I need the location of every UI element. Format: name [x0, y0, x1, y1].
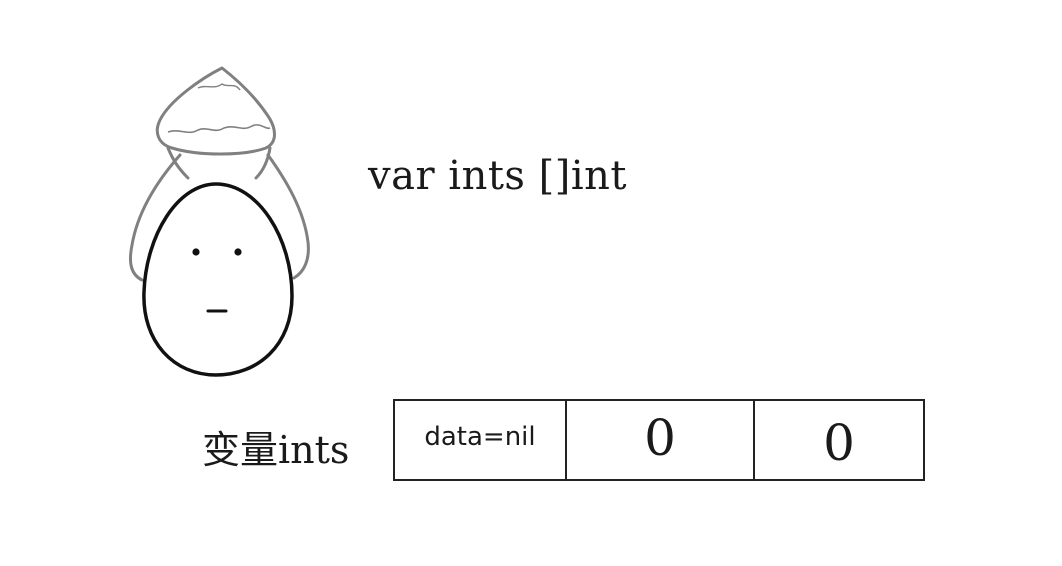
topknot-hair-line	[197, 83, 241, 91]
slice-header-box: data=nil 0 0	[393, 399, 925, 481]
egg-character-icon	[128, 66, 310, 377]
slice-data-pointer-cell: data=nil	[395, 401, 567, 479]
right-eye	[234, 248, 242, 256]
topknot-hair-line	[167, 124, 271, 134]
neck-outline	[166, 146, 272, 180]
code-declaration: var ints []int	[368, 153, 627, 199]
variable-label: 变量ints	[202, 428, 350, 472]
slice-cap-cell: 0	[823, 414, 855, 472]
egg-head	[142, 182, 294, 377]
slice-len-cell: 0	[567, 401, 755, 479]
hood-outline	[128, 153, 310, 282]
left-eye	[192, 248, 200, 256]
topknot-bun	[155, 66, 276, 156]
